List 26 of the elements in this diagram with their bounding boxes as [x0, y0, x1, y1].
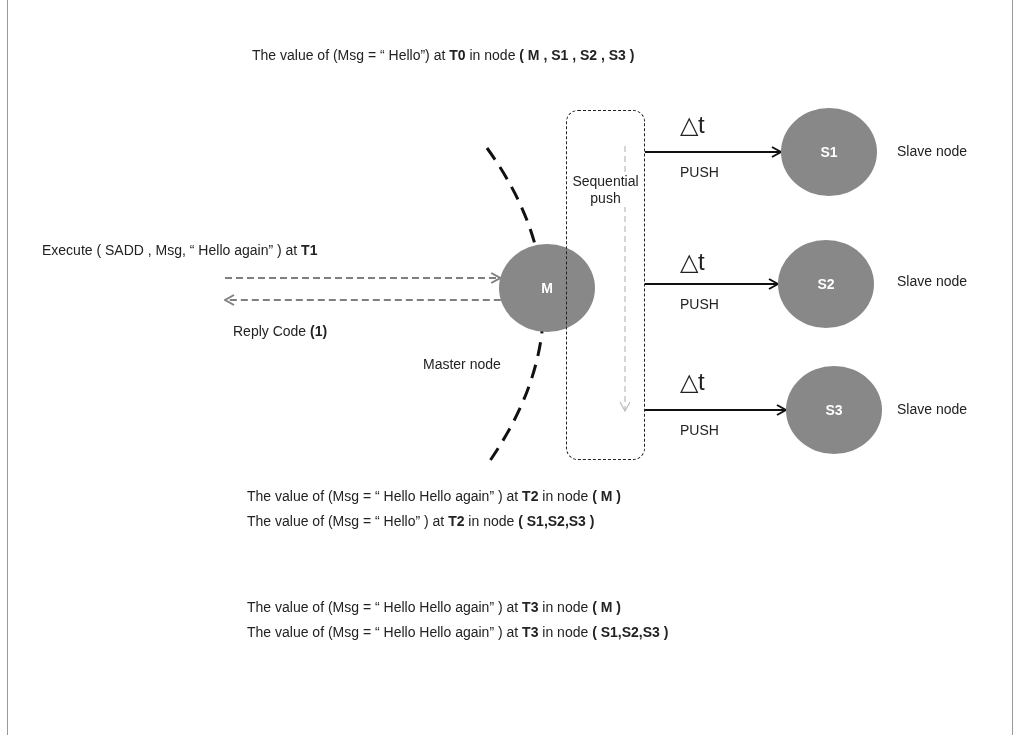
- node-caption: Slave node: [897, 401, 968, 417]
- node-caption: Slave node: [897, 143, 968, 159]
- delta-t-label: △t: [680, 249, 705, 275]
- node-label: M: [541, 280, 553, 296]
- node-caption: Master node: [423, 356, 501, 372]
- state-note: The value of (Msg = “ Hello Hello again” ) at T3 in node ( S1,S2,S3 ): [247, 624, 669, 640]
- arrow: [644, 278, 779, 290]
- node-label: S2: [817, 276, 835, 292]
- edge-label: PUSH: [680, 296, 719, 312]
- state-note: The value of (Msg = “ Hello”) at T0 in node ( M , S1 , S2 , S3 ): [252, 47, 635, 63]
- state-note: The value of (Msg = “ Hello” ) at T2 in node ( S1,S2,S3 ): [247, 513, 595, 529]
- group-box: [566, 110, 645, 460]
- node-label: S3: [825, 402, 843, 418]
- arrow: [644, 146, 782, 158]
- delta-t-label: △t: [680, 369, 705, 395]
- edge-label: Reply Code (1): [233, 323, 328, 339]
- edge-label: Execute ( SADD , Msg, “ Hello again” ) at T1: [42, 242, 318, 258]
- arrow: [644, 404, 787, 416]
- edge-label: PUSH: [680, 164, 719, 180]
- edge-label: PUSH: [680, 422, 719, 438]
- arrow: [224, 294, 502, 306]
- state-note: The value of (Msg = “ Hello Hello again” ) at T3 in node ( M ): [247, 599, 621, 615]
- state-note: The value of (Msg = “ Hello Hello again” ) at T2 in node ( M ): [247, 488, 621, 504]
- delta-t-label: △t: [680, 112, 705, 138]
- node-caption: Slave node: [897, 273, 968, 289]
- node-label: S1: [820, 144, 838, 160]
